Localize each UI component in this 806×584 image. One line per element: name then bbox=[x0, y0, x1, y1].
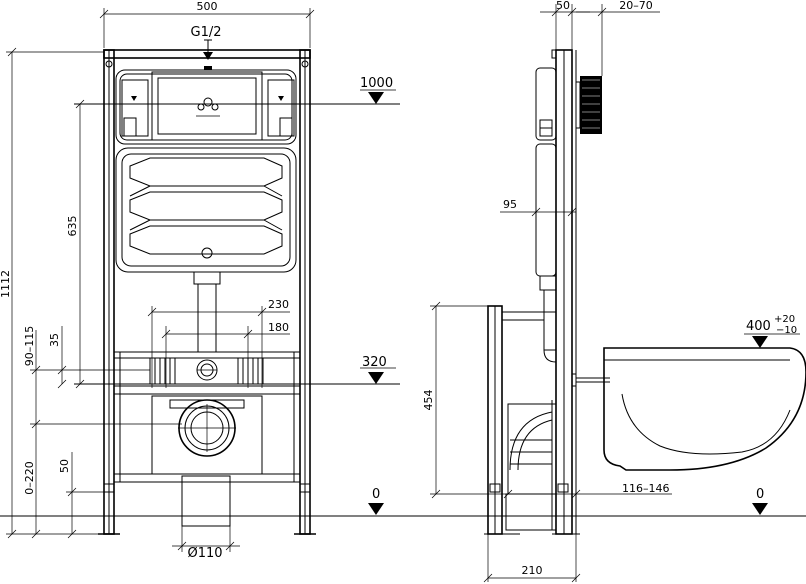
waste-pipe bbox=[151, 395, 263, 527]
label-tol-plus: +20 bbox=[774, 314, 795, 325]
dim-range-0-220 bbox=[31, 424, 41, 539]
dim-230 bbox=[147, 306, 290, 388]
label-level-0-front: 0 bbox=[372, 487, 380, 502]
dim-116-146 bbox=[503, 489, 672, 499]
dim-pipe-110 bbox=[172, 526, 240, 552]
side-frame bbox=[484, 49, 610, 535]
flush-pipe bbox=[193, 271, 221, 353]
label-level-320: 320 bbox=[362, 355, 387, 370]
dim-35 bbox=[57, 326, 67, 389]
dim-range-90-115 bbox=[30, 330, 182, 429]
toilet-bowl bbox=[603, 347, 806, 471]
label-width-500: 500 bbox=[197, 0, 218, 13]
label-level-400: 400 bbox=[746, 319, 771, 334]
label-height-635: 635 bbox=[66, 216, 79, 237]
level-1000-line bbox=[74, 89, 400, 105]
dim-50-top bbox=[540, 4, 590, 50]
dim-210 bbox=[483, 534, 581, 583]
label-range-0-220: 0–220 bbox=[23, 461, 36, 495]
label-inlet: G1/2 bbox=[191, 25, 222, 40]
dim-height-1112 bbox=[6, 47, 104, 539]
dim-height-635 bbox=[75, 99, 85, 389]
dim-180 bbox=[161, 326, 290, 388]
level-0-front bbox=[368, 503, 384, 515]
label-230: 230 bbox=[268, 298, 289, 311]
label-pipe-110: Ø110 bbox=[187, 546, 222, 561]
level-400 bbox=[744, 333, 800, 348]
label-20-70: 20–70 bbox=[619, 0, 653, 12]
label-tol-minus: −10 bbox=[776, 325, 797, 336]
flush-plate bbox=[115, 66, 297, 145]
dim-50-left bbox=[66, 452, 104, 539]
label-116-146: 116–146 bbox=[622, 482, 670, 495]
label-height-1112: 1112 bbox=[0, 270, 12, 298]
label-50-left: 50 bbox=[58, 459, 71, 473]
dim-height-454 bbox=[430, 301, 506, 499]
cistern-body bbox=[115, 147, 297, 273]
label-level-0-side: 0 bbox=[756, 487, 764, 502]
dim-width-500 bbox=[99, 8, 315, 48]
front-frame bbox=[98, 49, 316, 535]
label-95: 95 bbox=[503, 198, 517, 211]
label-180: 180 bbox=[268, 321, 289, 334]
fixing-bolts bbox=[149, 357, 264, 385]
label-height-454: 454 bbox=[422, 390, 435, 411]
label-35: 35 bbox=[48, 333, 61, 347]
dim-20-70 bbox=[576, 4, 660, 76]
label-210: 210 bbox=[522, 564, 543, 577]
label-range-90-115: 90–115 bbox=[23, 326, 36, 367]
label-level-1000: 1000 bbox=[360, 76, 393, 91]
inlet-arrow bbox=[203, 39, 213, 60]
label-50-top: 50 bbox=[556, 0, 570, 12]
dim-95 bbox=[500, 207, 577, 217]
level-0-side bbox=[752, 503, 768, 515]
level-320-line bbox=[74, 367, 400, 385]
